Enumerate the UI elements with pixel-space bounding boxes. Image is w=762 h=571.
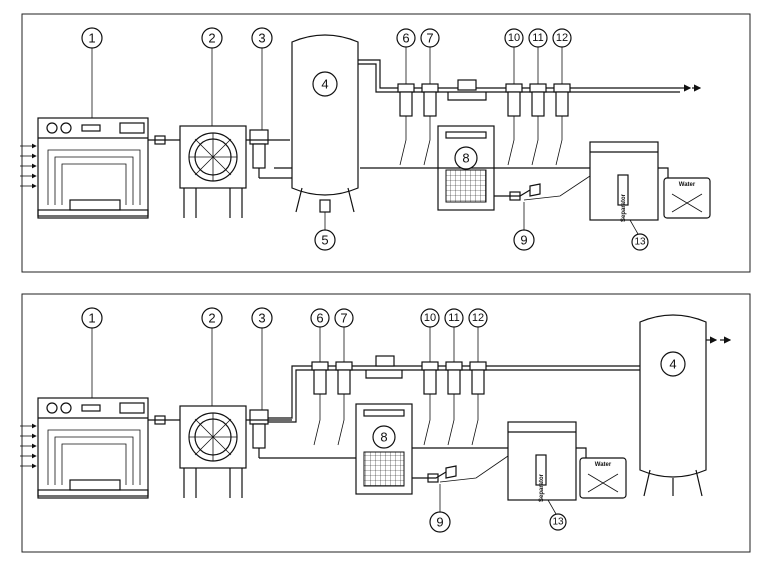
- label-6: 6: [316, 311, 323, 326]
- label-4: 4: [321, 77, 328, 92]
- water-container: Water: [576, 447, 627, 499]
- air-inlet-arrows: [20, 423, 37, 469]
- label-8: 8: [462, 151, 469, 166]
- water-text: Water: [679, 182, 696, 188]
- air-receiver-tank: [291, 34, 359, 213]
- label-2: 2: [208, 311, 215, 326]
- water-container: Water: [658, 167, 711, 219]
- oil-water-separator: Separator: [507, 421, 577, 502]
- label-7: 7: [340, 311, 347, 326]
- label-6: 6: [402, 31, 409, 46]
- compressor: [37, 117, 149, 219]
- panel-frame: [21, 293, 751, 553]
- label-13: 13: [552, 517, 564, 528]
- drain-valve: [427, 473, 439, 483]
- label-1: 1: [88, 31, 95, 46]
- label-12: 12: [556, 32, 568, 44]
- water-separator: [246, 129, 292, 179]
- aftercooler: [179, 405, 247, 498]
- label-5: 5: [321, 233, 328, 248]
- refrigerated-dryer: [437, 79, 495, 211]
- label-8: 8: [380, 430, 387, 445]
- panel-1: Separator Water 1 2 3 4 5 6 7 8 9 10: [20, 13, 751, 273]
- drain-valve: [509, 191, 521, 201]
- separator-text: Separator: [621, 193, 627, 222]
- label-3: 3: [258, 31, 265, 46]
- panel-frame: [21, 13, 751, 273]
- label-13: 13: [634, 237, 646, 248]
- label-10: 10: [508, 32, 520, 44]
- panel-2: Separator Water 1 2 3 4 6 7 8: [20, 293, 751, 553]
- label-9: 9: [520, 233, 527, 248]
- compressor: [37, 397, 149, 499]
- filter-group-1: [311, 361, 353, 446]
- label-1: 1: [88, 311, 95, 326]
- label-10: 10: [424, 312, 436, 324]
- label-11: 11: [532, 32, 543, 44]
- label-7: 7: [426, 31, 433, 46]
- refrigerated-dryer: [355, 355, 413, 495]
- label-2: 2: [208, 31, 215, 46]
- air-inlet-arrows: [20, 143, 37, 189]
- label-4: 4: [669, 357, 676, 372]
- callouts: 1 2 3 4 6 7 8 9 10 11 12 13: [81, 307, 686, 533]
- water-text: Water: [595, 462, 612, 468]
- oil-water-separator: Separator: [589, 141, 659, 222]
- label-3: 3: [258, 311, 265, 326]
- water-separator: [246, 409, 292, 458]
- filter-group-2: [505, 83, 571, 166]
- air-receiver-tank: [639, 314, 732, 497]
- label-9: 9: [436, 515, 443, 530]
- separator-text: Separator: [539, 473, 545, 502]
- filter-group-2: [421, 361, 487, 446]
- callouts: 1 2 3 4 5 6 7 8 9 10 11 12 13: [81, 27, 649, 251]
- filter-group-1: [397, 83, 439, 166]
- label-11: 11: [448, 312, 459, 324]
- aftercooler: [179, 125, 247, 218]
- label-12: 12: [472, 312, 484, 324]
